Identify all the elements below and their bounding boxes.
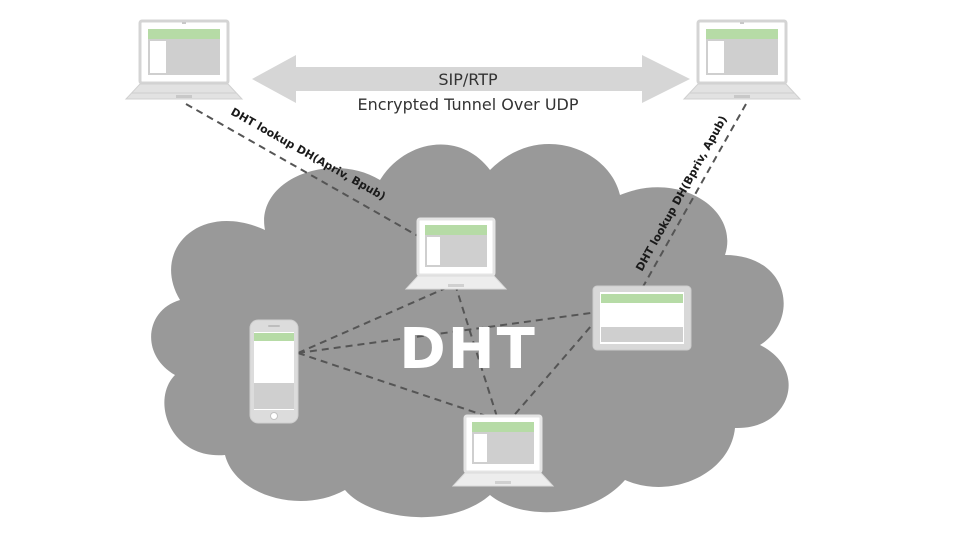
link-phone-tablet [297, 311, 599, 354]
dht-smartphone-icon [249, 319, 299, 424]
dht-tablet-icon [592, 285, 692, 351]
tunnel-description-label: Encrypted Tunnel Over UDP [358, 95, 579, 114]
dht-title: DHT [399, 317, 537, 382]
dht-laptop-top-icon [404, 217, 508, 291]
dht-links [297, 283, 599, 421]
tunnel-arrow: SIP/RTP Encrypted Tunnel Over UDP [252, 55, 690, 114]
link-phone-top-laptop [297, 283, 456, 354]
dht-laptop-bottom-icon [451, 414, 555, 488]
peer-b-laptop-icon [682, 19, 802, 101]
peer-a-laptop-icon [124, 19, 244, 101]
link-tablet-bottom-laptop [509, 317, 599, 421]
lookup-links [185, 103, 747, 293]
lookup-line-left [185, 103, 419, 237]
tunnel-protocol-label: SIP/RTP [438, 70, 498, 89]
